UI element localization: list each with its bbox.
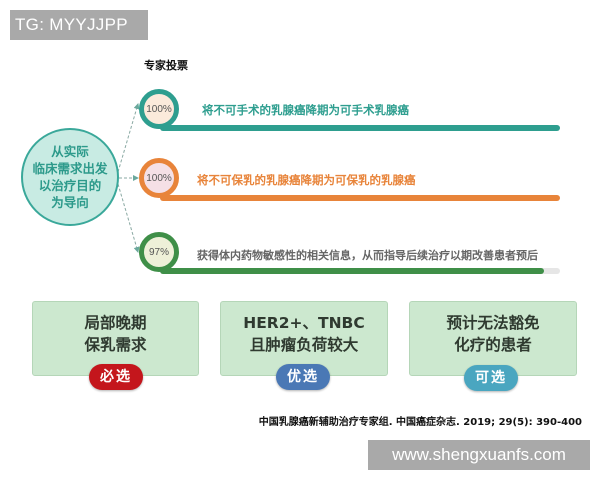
card-line: 预计无法豁免	[446, 314, 540, 332]
watermark-top: TG: MYYJJPP	[10, 10, 148, 40]
center-line: 以治疗目的	[38, 178, 102, 193]
card-line: 且肿瘤负荷较大	[249, 336, 359, 354]
card-line: 保乳需求	[84, 336, 147, 354]
vote-bar-1	[160, 125, 560, 131]
vote-percent-2: 100%	[146, 172, 172, 184]
center-goal-circle: 从实际 临床需求出发 以治疗目的 为导向	[21, 128, 119, 226]
vote-percent-ring-3: 97%	[139, 232, 179, 272]
vote-bar-2	[160, 195, 560, 201]
card-line: HER2+、TNBC	[243, 314, 365, 332]
center-line: 为导向	[51, 195, 89, 210]
indication-card-2: HER2+、TNBC 且肿瘤负荷较大	[220, 301, 388, 376]
badge-preferred: 优选	[276, 364, 330, 390]
card-line: 化疗的患者	[454, 336, 532, 354]
card-line: 局部晚期	[84, 314, 147, 332]
badge-optional: 可选	[464, 365, 518, 391]
vote-text-1: 将不可手术的乳腺癌降期为可手术乳腺癌	[202, 103, 409, 117]
vote-percent-ring-1: 100%	[139, 89, 179, 129]
citation: 中国乳腺癌新辅助治疗专家组. 中国癌症杂志. 2019; 29(5): 390-…	[258, 417, 582, 428]
center-line: 临床需求出发	[32, 161, 108, 176]
vote-section-title: 专家投票	[144, 59, 188, 72]
vote-percent-3: 97%	[148, 246, 169, 258]
vote-bar-3	[160, 268, 544, 274]
indication-card-1: 局部晚期 保乳需求	[32, 301, 199, 376]
vote-percent-ring-2: 100%	[139, 158, 179, 198]
vote-text-3: 获得体内药物敏感性的相关信息，从而指导后续治疗以期改善患者预后	[197, 249, 538, 262]
vote-percent-1: 100%	[146, 103, 172, 115]
watermark-bottom: www.shengxuanfs.com	[368, 440, 590, 470]
badge-required: 必选	[89, 364, 143, 390]
vote-text-2: 将不可保乳的乳腺癌降期为可保乳的乳腺癌	[197, 173, 416, 187]
center-line: 从实际	[51, 144, 89, 159]
